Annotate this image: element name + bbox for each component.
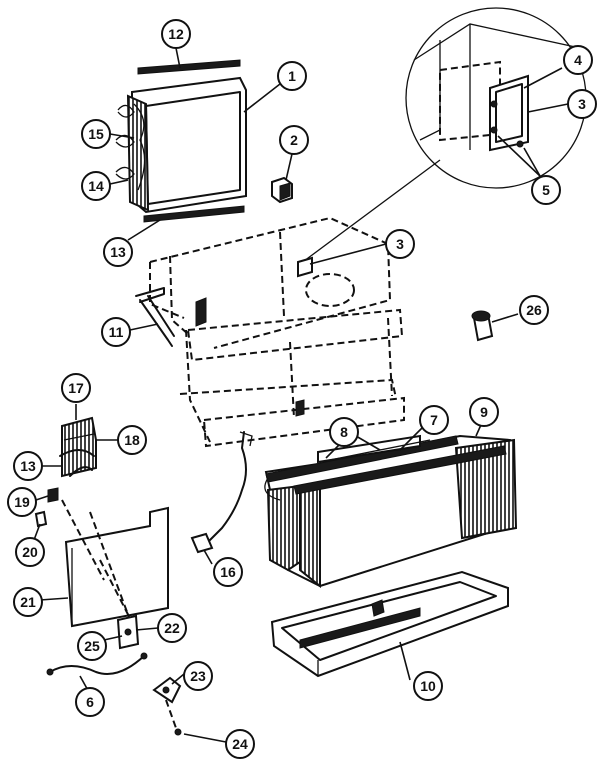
callout-24: 24 — [225, 729, 255, 759]
callout-13-blower: 13 — [13, 451, 43, 481]
blower-housing — [59, 416, 97, 478]
svg-text:6: 6 — [86, 694, 94, 710]
svg-text:4: 4 — [574, 52, 582, 68]
svg-text:14: 14 — [88, 178, 104, 194]
svg-text:8: 8 — [340, 424, 348, 440]
svg-text:13: 13 — [20, 458, 36, 474]
callout-16: 16 — [213, 557, 243, 587]
callout-23: 23 — [183, 661, 213, 691]
callout-9: 9 — [469, 397, 499, 427]
svg-text:12: 12 — [168, 26, 184, 42]
callout-21: 21 — [13, 587, 43, 617]
svg-text:3: 3 — [578, 96, 586, 112]
svg-text:24: 24 — [232, 736, 248, 752]
callout-15: 15 — [81, 119, 111, 149]
callout-5: 5 — [531, 175, 561, 205]
svg-text:10: 10 — [420, 678, 436, 694]
svg-text:18: 18 — [124, 432, 140, 448]
svg-text:20: 20 — [22, 544, 38, 560]
callout-10: 10 — [413, 671, 443, 701]
svg-text:16: 16 — [220, 564, 236, 580]
svg-text:25: 25 — [84, 638, 100, 654]
callout-6: 6 — [75, 687, 105, 717]
svg-text:3: 3 — [396, 236, 404, 252]
top-cover-strip — [137, 59, 241, 75]
svg-text:21: 21 — [20, 594, 36, 610]
part-2-block — [271, 176, 293, 204]
callout-8: 8 — [329, 417, 359, 447]
svg-text:17: 17 — [68, 380, 84, 396]
condenser-coil-assembly — [115, 59, 247, 223]
svg-text:13: 13 — [110, 244, 126, 260]
svg-text:15: 15 — [88, 126, 104, 142]
inset-detail — [299, 7, 587, 265]
callout-19: 19 — [7, 487, 37, 517]
svg-text:26: 26 — [526, 302, 542, 318]
callout-4: 4 — [563, 45, 593, 75]
part-11-rail — [135, 287, 175, 347]
small-hardware — [34, 487, 59, 528]
svg-text:2: 2 — [290, 132, 298, 148]
callout-17: 17 — [61, 373, 91, 403]
base-chassis — [149, 216, 405, 448]
svg-text:23: 23 — [190, 668, 206, 684]
power-cord — [190, 431, 253, 554]
callout-22: 22 — [157, 613, 187, 643]
drain-pan — [270, 570, 509, 678]
callout-11: 11 — [101, 317, 131, 347]
evaporator-coil-assembly — [264, 434, 518, 589]
callout-25: 25 — [77, 631, 107, 661]
callout-20: 20 — [15, 537, 45, 567]
svg-text:9: 9 — [480, 404, 488, 420]
callout-7: 7 — [419, 405, 449, 435]
svg-text:1: 1 — [288, 68, 296, 84]
part-23-bracket — [152, 676, 182, 736]
svg-text:11: 11 — [109, 324, 124, 340]
callout-14: 14 — [81, 171, 111, 201]
callout-3-inset: 3 — [567, 89, 597, 119]
callout-18: 18 — [117, 425, 147, 455]
side-panel — [61, 499, 169, 650]
callout-13-top: 13 — [103, 237, 133, 267]
svg-text:5: 5 — [542, 182, 550, 198]
leader-lines — [33, 47, 569, 743]
callout-12: 12 — [161, 19, 191, 49]
callout-3: 3 — [385, 229, 415, 259]
callout-2: 2 — [279, 125, 309, 155]
svg-text:7: 7 — [430, 412, 438, 428]
svg-text:22: 22 — [164, 620, 180, 636]
callout-1: 1 — [277, 61, 307, 91]
bottom-base-strip — [143, 205, 245, 223]
svg-text:19: 19 — [14, 494, 30, 510]
callout-26: 26 — [519, 295, 549, 325]
part-26-plug — [471, 310, 494, 342]
part-6-cable — [46, 652, 148, 676]
